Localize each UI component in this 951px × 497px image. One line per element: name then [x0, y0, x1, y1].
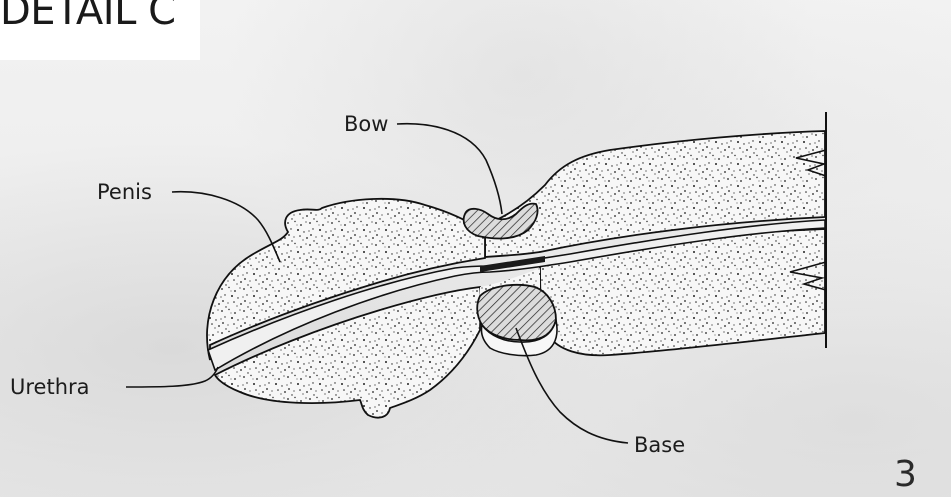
penis-label: Penis: [97, 180, 152, 204]
base-label: Base: [634, 433, 685, 457]
page-number: 3: [894, 454, 917, 495]
urethra-leader-line: [126, 367, 218, 387]
urethra-label: Urethra: [10, 375, 90, 399]
bow-leader-line: [397, 124, 502, 214]
shaft-lower-tissue: [540, 229, 825, 355]
bow-label: Bow: [344, 112, 388, 136]
